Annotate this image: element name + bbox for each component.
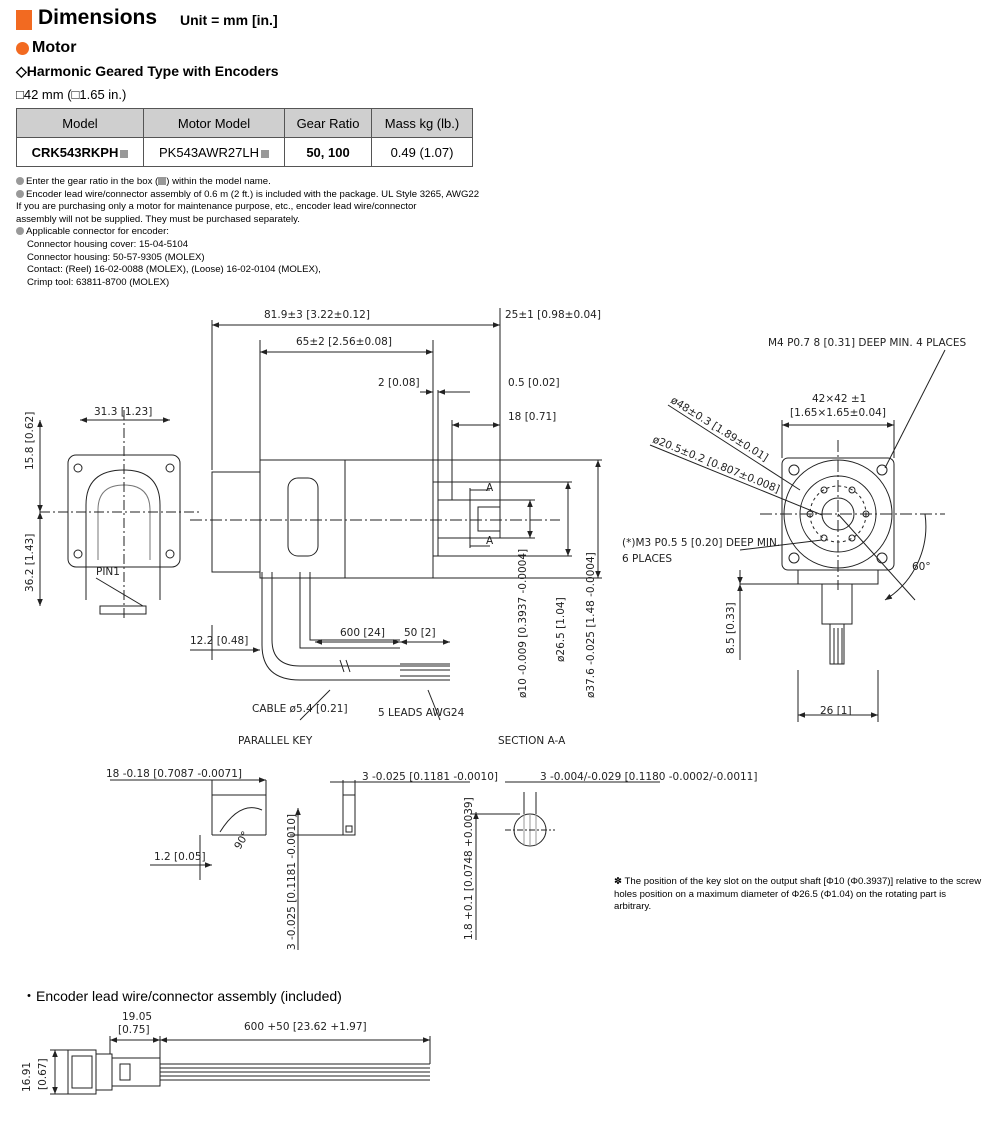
- pin1-label: PIN1: [96, 566, 120, 578]
- section-a-bottom: A: [486, 535, 494, 547]
- note-7: Connector housing: 50-57-9305 (MOLEX): [27, 251, 205, 263]
- rear-view: [37, 410, 200, 620]
- dim-18: 18 [0.71]: [508, 411, 556, 423]
- note-5: Applicable connector for encoder:: [16, 226, 479, 239]
- page-title: Dimensions: [38, 6, 158, 29]
- dim-26: 26 [1]: [820, 705, 852, 717]
- dim-90: 90°: [232, 829, 252, 851]
- unit-label: Unit = mm [in.]: [180, 12, 278, 28]
- section-aa: [470, 781, 660, 940]
- dim-shaft-dia: ø10 -0.009 [0.3937 -0.0004]: [517, 549, 529, 698]
- dim-20-5: ø20.5±0.2 [0.807±0.008]: [651, 434, 781, 496]
- title-square: [16, 10, 32, 30]
- dim-37-6: ø37.6 -0.025 [1.48 -0.0004]: [585, 552, 597, 698]
- dim-0-67: [0.67]: [37, 1058, 49, 1090]
- note-9: Crimp tool: 63811-8700 (MOLEX): [27, 276, 170, 288]
- dim-19-05: 19.05: [122, 1011, 152, 1023]
- dim-600: 600 [24]: [340, 627, 385, 639]
- dim-0-5: 0.5 [0.02]: [508, 377, 560, 389]
- parallel-key-title: PARALLEL KEY: [238, 735, 313, 747]
- dim-15-8: 15.8 [0.62]: [24, 412, 36, 470]
- dim-12-2: 12.2 [0.48]: [190, 635, 248, 647]
- dim-enc-600: 600 +50 [23.62 +1.97]: [244, 1021, 367, 1033]
- dim-42-in: [1.65×1.65±0.04]: [790, 407, 886, 419]
- table-header-row: Model Motor Model Gear Ratio Mass kg (lb…: [16, 108, 473, 138]
- dim-0-75: [0.75]: [118, 1024, 150, 1036]
- gear-ratio-cell: 50, 100: [284, 137, 372, 167]
- dim-42: 42×42 ±1: [812, 393, 866, 405]
- parallel-key: [110, 777, 470, 950]
- col-header: Mass kg (lb.): [371, 108, 473, 138]
- dim-26-5: ø26.5 [1.04]: [555, 597, 567, 662]
- dim-81-9: 81.9±3 [3.22±0.12]: [264, 309, 370, 321]
- dim-2: 2 [0.08]: [378, 377, 420, 389]
- m3-label: (*)M3 P0.5 5 [0.20] DEEP MIN.: [622, 537, 780, 549]
- footnote-mark: ✽: [614, 876, 623, 887]
- spec-table: Model Motor Model Gear Ratio Mass kg (lb…: [16, 108, 473, 167]
- dim-31-3: 31.3 [1.23]: [94, 406, 152, 418]
- front-view: [649, 349, 946, 722]
- note-3: If you are purchasing only a motor for m…: [16, 201, 417, 213]
- encoder-assembly: [50, 1036, 431, 1095]
- notes: Enter the gear ratio in the box () withi…: [16, 176, 479, 289]
- dim-key-height: 3 -0.025 [0.1181 -0.0010]: [286, 814, 298, 950]
- footnote-text: The position of the key slot on the outp…: [614, 876, 982, 912]
- side-view: [190, 308, 602, 721]
- section-aa-title: SECTION A-A: [498, 735, 566, 747]
- section-a-top: A: [486, 482, 494, 494]
- col-header: Model: [16, 108, 144, 138]
- mass-cell: 0.49 (1.07): [371, 137, 473, 167]
- subsection-title: ◇Harmonic Geared Type with Encoders: [16, 63, 279, 79]
- m4-label: M4 P0.7 8 [0.31] DEEP MIN. 4 PLACES: [768, 337, 966, 349]
- note-4: assembly will not be supplied. They must…: [16, 213, 300, 225]
- motor-model-cell: PK543AWR27LH: [143, 137, 285, 167]
- dim-key-18: 18 -0.18 [0.7087 -0.0071]: [106, 768, 242, 780]
- m3-places: 6 PLACES: [622, 553, 672, 565]
- encoder-title: ・Encoder lead wire/connector assembly (i…: [22, 988, 342, 1004]
- dim-16-91: 16.91: [21, 1062, 33, 1092]
- model-cell: CRK543RKPH: [16, 137, 144, 167]
- dim-8-5: 8.5 [0.33]: [725, 602, 737, 654]
- dim-36-2: 36.2 [1.43]: [24, 534, 36, 592]
- dim-section-3: 3 -0.004/-0.029 [0.1180 -0.0002/-0.0011]: [540, 771, 757, 783]
- note-6: Connector housing cover: 15-04-5104: [27, 238, 189, 250]
- leads-label: 5 LEADS AWG24: [378, 707, 465, 719]
- footnote: ✽ The position of the key slot on the ou…: [614, 876, 984, 914]
- note-1: Enter the gear ratio in the box () withi…: [16, 176, 479, 189]
- dim-key-3: 3 -0.025 [0.1181 -0.0010]: [362, 771, 498, 783]
- section-title: Motor: [32, 39, 77, 56]
- dim-50: 50 [2]: [404, 627, 436, 639]
- dim-1-8: 1.8 +0.1 [0.0748 +0.0039]: [463, 797, 475, 940]
- dim-65: 65±2 [2.56±0.08]: [296, 336, 392, 348]
- dim-25: 25±1 [0.98±0.04]: [505, 309, 601, 321]
- dim-60: 60°: [912, 561, 931, 573]
- table-row: CRK543RKPH PK543AWR27LH 50, 100 0.49 (1.…: [16, 137, 473, 167]
- cable-label: CABLE ø5.4 [0.21]: [252, 703, 348, 715]
- section-dot: [16, 42, 29, 55]
- note-8: Contact: (Reel) 16-02-0088 (MOLEX), (Loo…: [27, 264, 321, 276]
- note-2: Encoder lead wire/connector assembly of …: [16, 189, 479, 202]
- dim-1-2: 1.2 [0.05]: [154, 851, 206, 863]
- frame-size: □42 mm (□1.65 in.): [16, 87, 127, 102]
